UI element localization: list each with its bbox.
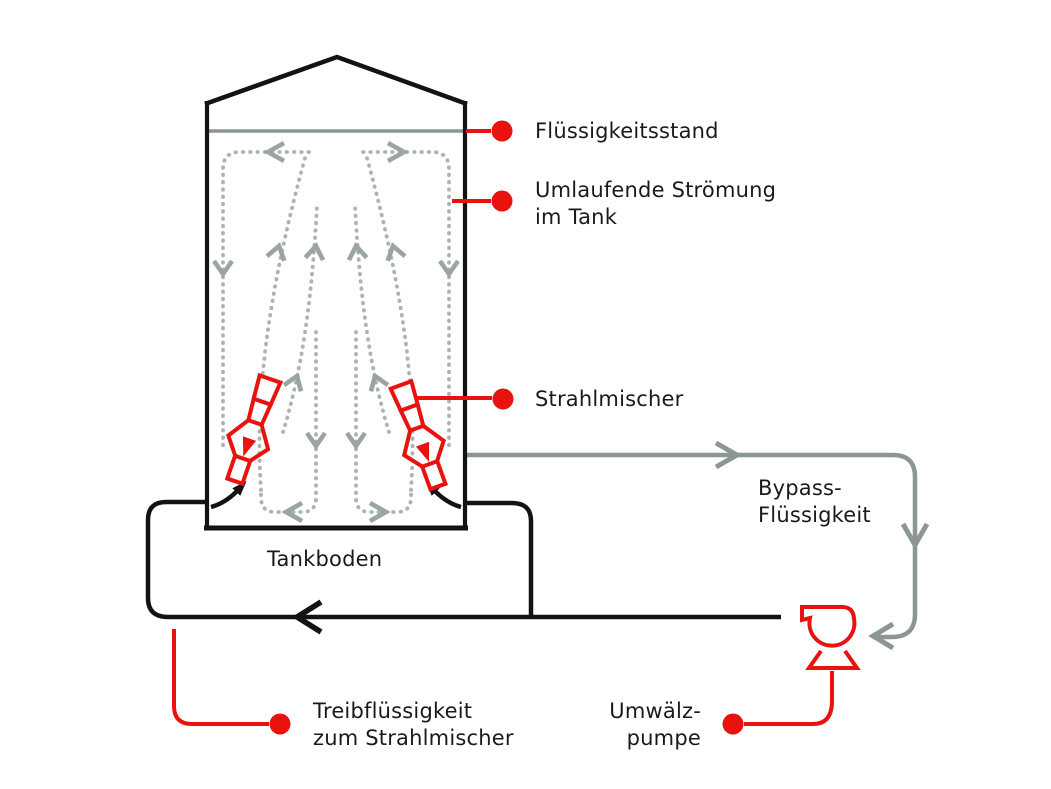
callout-leaders bbox=[172, 129, 834, 726]
callout-dots bbox=[269, 120, 744, 735]
flow-arrow-right-icon bbox=[386, 140, 409, 164]
jet-mixers bbox=[212, 370, 460, 496]
flow-arrow-right-icon bbox=[368, 500, 391, 524]
flow-inner-loop-right bbox=[354, 330, 413, 514]
callout-dot bbox=[269, 713, 291, 735]
label-tank-bottom: Tankboden bbox=[267, 546, 382, 573]
jet-mixer-right-icon bbox=[379, 375, 460, 496]
inlet-curve-right bbox=[431, 487, 462, 510]
flow-rise-right bbox=[365, 156, 415, 492]
callout-dot bbox=[491, 190, 513, 212]
flow-arrow-up-icon bbox=[282, 372, 304, 392]
return-pipe-right-branch bbox=[465, 500, 534, 615]
flow-jet-right bbox=[353, 203, 391, 434]
tank-inlet-arrows bbox=[210, 481, 462, 510]
flow-jet-left bbox=[281, 203, 319, 434]
return-pipe bbox=[145, 499, 781, 635]
label-pump-line1: Umwälz- bbox=[609, 699, 701, 723]
leader-pump bbox=[744, 671, 834, 726]
bypass-pipe bbox=[467, 440, 930, 651]
flow-arrow-down-icon bbox=[212, 259, 234, 279]
flow-arrow-down-icon bbox=[345, 431, 367, 451]
label-circulating-flow-line2: im Tank bbox=[535, 205, 618, 229]
return-pipe-left bbox=[145, 499, 781, 620]
bypass-arrow-down-icon bbox=[900, 522, 930, 551]
flow-arrowheads bbox=[212, 140, 460, 524]
return-flow-arrow-left-icon bbox=[291, 599, 323, 635]
tank-circulation-flow bbox=[221, 150, 451, 514]
pump-base bbox=[805, 649, 861, 670]
inlet-curve-left bbox=[210, 487, 241, 510]
tank-outline bbox=[204, 54, 468, 531]
bypass-arrow-right-icon bbox=[714, 440, 743, 470]
flow-arrow-left-icon bbox=[263, 140, 286, 164]
callout-dot bbox=[722, 713, 744, 735]
label-jet-mixer-text: Strahlmischer bbox=[535, 387, 684, 411]
label-motive-liquid-line1: Treibflüssigkeit bbox=[313, 699, 473, 723]
label-liquid-level: Flüssigkeitsstand bbox=[535, 118, 719, 145]
tank-roof bbox=[204, 54, 468, 107]
leader-motive-liquid bbox=[172, 629, 269, 726]
bypass-arrow-left-icon bbox=[868, 621, 895, 651]
flow-arrow-up-icon bbox=[303, 241, 326, 262]
label-bypass-line2: Flüssigkeit bbox=[758, 503, 871, 527]
flow-arrow-up-icon bbox=[368, 372, 390, 392]
label-circulation-pump: Umwälz- pumpe bbox=[540, 698, 701, 752]
flow-arrow-up-icon bbox=[265, 242, 287, 262]
centrifugal-pump-icon bbox=[800, 605, 857, 648]
label-liquid-level-text: Flüssigkeitsstand bbox=[535, 119, 719, 143]
flow-arrow-up-icon bbox=[346, 241, 369, 262]
flow-arrow-down-icon bbox=[438, 259, 460, 279]
label-bypass-line1: Bypass- bbox=[758, 476, 842, 500]
flow-arrow-up-icon bbox=[385, 242, 407, 262]
label-motive-liquid-line2: zum Strahlmischer bbox=[313, 726, 514, 750]
jet-mixer-left-icon bbox=[212, 370, 292, 490]
flow-inner-loop-left bbox=[259, 330, 318, 514]
callout-dot bbox=[491, 120, 513, 142]
label-pump-line2: pumpe bbox=[626, 726, 701, 750]
label-motive-liquid: Treibflüssigkeit zum Strahlmischer bbox=[313, 698, 514, 752]
flow-arrow-left-icon bbox=[281, 500, 304, 524]
pump-symbol bbox=[800, 605, 861, 670]
label-circulating-flow: Umlaufende Strömung im Tank bbox=[535, 177, 776, 231]
callout-dot bbox=[492, 388, 514, 410]
label-circulating-flow-line1: Umlaufende Strömung bbox=[535, 178, 777, 202]
flow-outer-loop-right bbox=[361, 150, 451, 454]
label-jet-mixer: Strahlmischer bbox=[535, 386, 683, 413]
label-tank-bottom-text: Tankboden bbox=[267, 547, 383, 571]
flow-arrow-down-icon bbox=[305, 431, 327, 451]
label-bypass-liquid: Bypass- Flüssigkeit bbox=[758, 475, 871, 529]
flow-outer-loop-left bbox=[221, 150, 311, 454]
